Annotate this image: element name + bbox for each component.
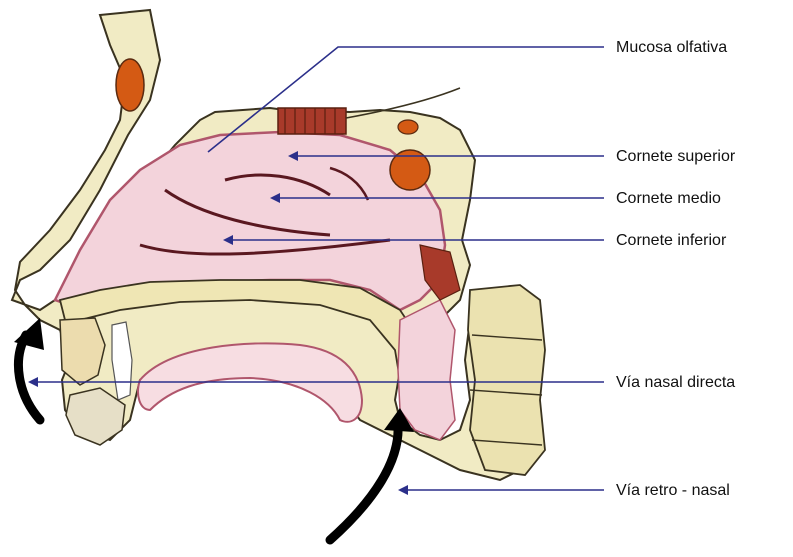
frontal-sinus xyxy=(116,59,144,111)
label-cornete-superior: Cornete superior xyxy=(616,148,735,166)
label-via-nasal-directa: Vía nasal directa xyxy=(616,374,735,392)
pharynx-mucosa xyxy=(398,300,455,440)
label-cornete-medio: Cornete medio xyxy=(616,190,721,208)
label-mucosa-olfativa: Mucosa olfativa xyxy=(616,39,727,57)
olfactory-bulb xyxy=(278,108,346,134)
arrowhead-via-nasal-directa xyxy=(28,377,38,387)
sphenoid-sinus-upper xyxy=(398,120,418,134)
cervical-vertebrae xyxy=(468,285,545,475)
label-cornete-inferior: Cornete inferior xyxy=(616,232,726,250)
label-via-retro-nasal: Vía retro - nasal xyxy=(616,482,730,500)
airflow-arrow-retro xyxy=(330,425,398,540)
arrowhead-via-retro-nasal xyxy=(398,485,408,495)
